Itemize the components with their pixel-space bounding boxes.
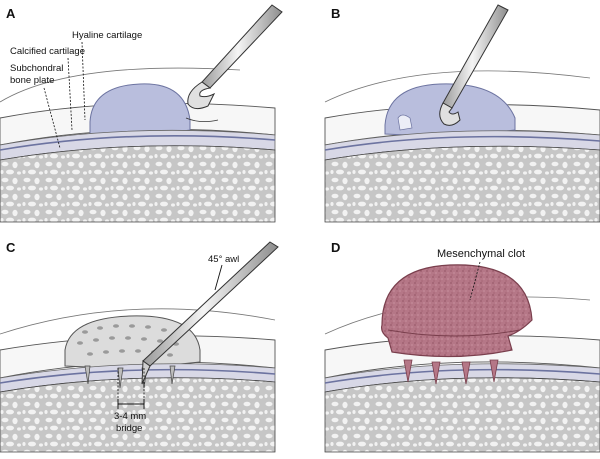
panel-label-b: B (331, 6, 340, 21)
panel-b (324, 4, 600, 223)
panel-label-c: C (6, 240, 16, 255)
label-bridge-size: 3-4 mm (114, 411, 146, 422)
label-bridge: bridge (116, 423, 142, 434)
defect-cartilage (89, 83, 191, 137)
microfracture-holes (77, 324, 179, 357)
panel-a (0, 4, 283, 223)
curette-tip (187, 81, 216, 110)
tissue-contour (0, 67, 241, 103)
panel-label-d: D (331, 240, 340, 255)
label-hyaline-cartilage: Hyaline cartilage (72, 30, 142, 41)
label-calcified-cartilage: Calcified cartilage (10, 46, 85, 57)
leader-calcified (67, 57, 73, 131)
panel-d (324, 261, 600, 453)
cancellous-bone (0, 377, 276, 453)
tissue-contour (324, 70, 591, 103)
clot-channels (403, 359, 499, 385)
defect-floor (64, 315, 201, 368)
mesenchymal-clot (381, 264, 533, 358)
curette-tip (439, 102, 461, 126)
panel-c (0, 241, 279, 453)
label-subchondral: Subchondral (10, 63, 63, 74)
awl-tip (141, 360, 151, 385)
cancellous-bone (324, 145, 600, 223)
cancellous-bone (0, 145, 276, 223)
leader-awl (214, 264, 223, 291)
cancellous-bone (324, 377, 600, 453)
label-awl: 45° awl (208, 254, 239, 265)
label-mesenchymal-clot: Mesenchymal clot (437, 248, 525, 260)
label-bone-plate: bone plate (10, 75, 54, 86)
tissue-contour (0, 308, 276, 335)
panel-label-a: A (6, 6, 16, 21)
leader-hyaline (81, 41, 86, 121)
labels: A B C D Hyaline cartilage Calcified cart… (6, 6, 525, 434)
